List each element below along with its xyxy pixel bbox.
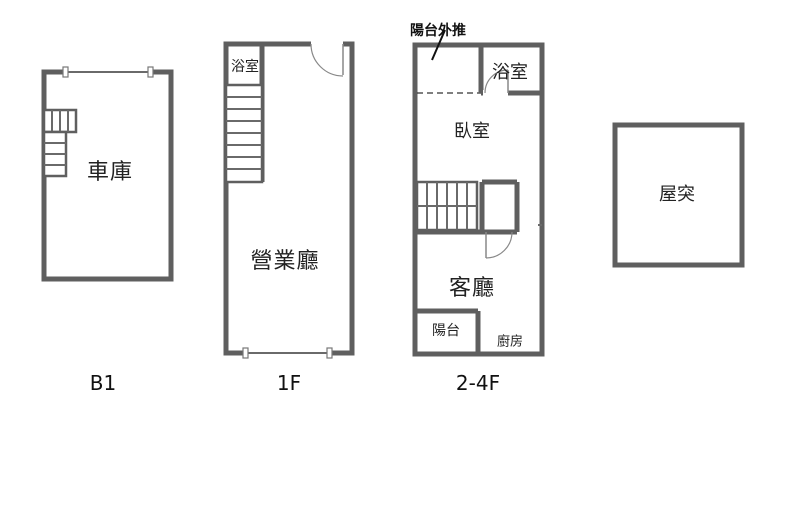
roof-plan [612, 122, 745, 268]
f24-bathroom-door-arc [484, 69, 509, 94]
room-label-business-hall: 營業廳 [250, 249, 320, 274]
note-balcony-pushout: 陽台外推 [410, 23, 466, 39]
floor-label-1f: 1F [276, 371, 302, 395]
room-label-rooftop: 屋突 [659, 184, 695, 205]
room-label-bedroom: 臥室 [454, 121, 490, 142]
room-label-living-room: 客廳 [448, 276, 496, 301]
f1-door-arc [310, 43, 344, 77]
room-label-garage: 車庫 [86, 160, 134, 185]
room-label-f24-bathroom: 浴室 [492, 62, 528, 83]
f24-balcony-pointer [431, 29, 446, 61]
floor-label-b1: B1 [89, 371, 117, 395]
f1-window-cap-left [242, 347, 249, 359]
f1-window-cap-right [326, 347, 333, 359]
b1-plan [41, 66, 174, 282]
room-label-kitchen: 廚房 [496, 334, 524, 350]
room-label-balcony: 陽台 [432, 323, 460, 339]
f24-plan [412, 29, 545, 357]
b1-window-cap-right [147, 66, 154, 78]
f24-stair [415, 180, 479, 232]
roof-outline [612, 122, 745, 268]
b1-window-cap-left [62, 66, 69, 78]
f1-plan [223, 41, 355, 359]
f1-stair [224, 83, 264, 184]
room-label-f1-bathroom: 浴室 [231, 59, 259, 75]
b1-stair [42, 108, 78, 178]
f24-closet-door-arc [485, 231, 513, 259]
floor-label-2-4f: 2-4F [455, 371, 501, 395]
